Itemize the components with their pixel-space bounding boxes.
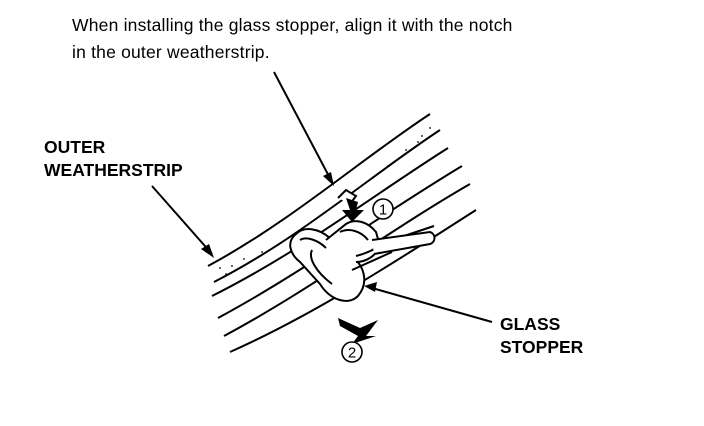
step-1-number: 1: [379, 202, 387, 219]
leader-lines: [151, 71, 493, 323]
step-1-arrow: 1: [342, 198, 394, 222]
outer-weatherstrip-label: OUTER WEATHERSTRIP: [44, 136, 183, 182]
push-down-arrow-icon: [342, 198, 364, 222]
glass-stopper-arrowhead: [364, 282, 377, 292]
note-arrowhead: [323, 172, 334, 186]
glass-stopper: [289, 220, 436, 302]
step-2-circle: [341, 341, 363, 363]
instruction-line-2: in the outer weatherstrip.: [72, 42, 270, 62]
note-leader-line: [273, 71, 333, 183]
step-1-circle: [372, 198, 394, 220]
instruction-line-1: When installing the glass stopper, align…: [72, 15, 513, 35]
glass-stopper-leader-line: [371, 287, 493, 323]
outer-weatherstrip-label-line-1: OUTER: [44, 137, 106, 157]
instruction-note: When installing the glass stopper, align…: [72, 12, 682, 66]
step-2-number: 2: [348, 345, 356, 362]
glass-stopper-label: GLASS STOPPER: [500, 313, 583, 359]
outer-weatherstrip-label-line-2: WEATHERSTRIP: [44, 160, 183, 180]
glass-stopper-label-line-2: STOPPER: [500, 337, 584, 357]
push-up-arrow-icon: [338, 318, 378, 344]
leader-arrowheads: [201, 172, 377, 292]
step-2-arrow: 2: [338, 318, 378, 363]
glass-stopper-label-line-1: GLASS: [500, 314, 561, 334]
outer-weatherstrip-arrowhead: [201, 244, 214, 258]
outer-weatherstrip-leader-line: [151, 185, 213, 255]
